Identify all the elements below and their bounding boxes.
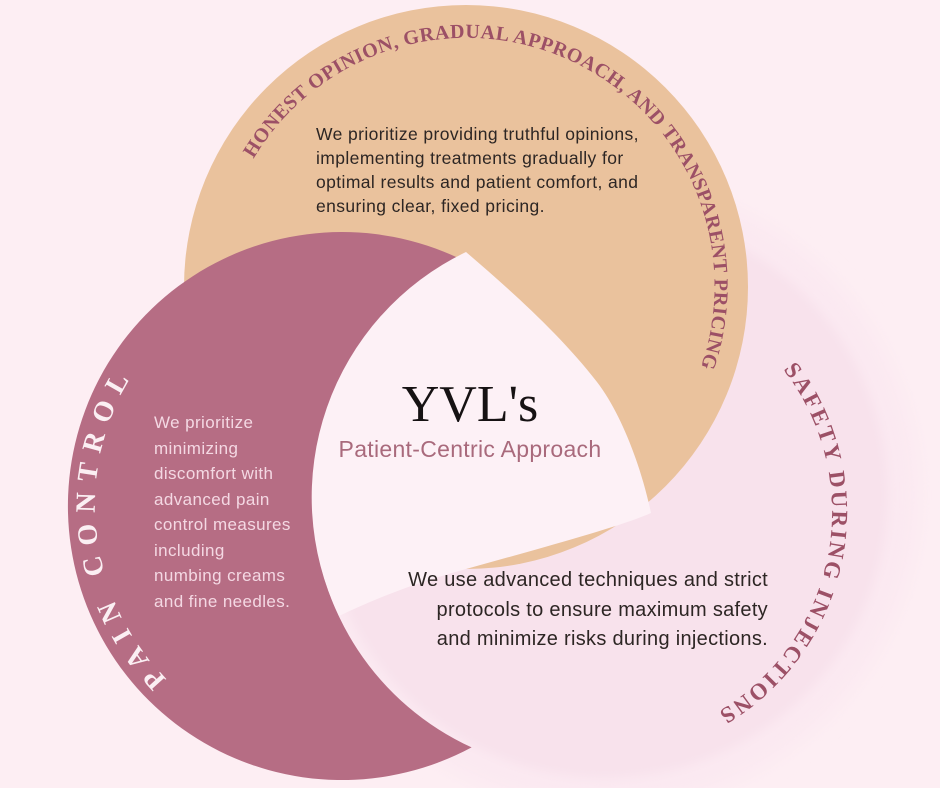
brand-title: YVL's	[401, 376, 539, 433]
top-circle-description: We prioritize providing truthful opinion…	[316, 124, 639, 216]
right-circle-description: We use advanced techniques and strict pr…	[408, 569, 768, 650]
left-circle-shape	[67, 232, 472, 781]
center-intersection-shape	[311, 252, 651, 616]
left-circle-description: We prioritize minimizing discomfort with…	[154, 413, 291, 611]
diagram-subtitle: Patient-Centric Approach	[338, 436, 602, 462]
